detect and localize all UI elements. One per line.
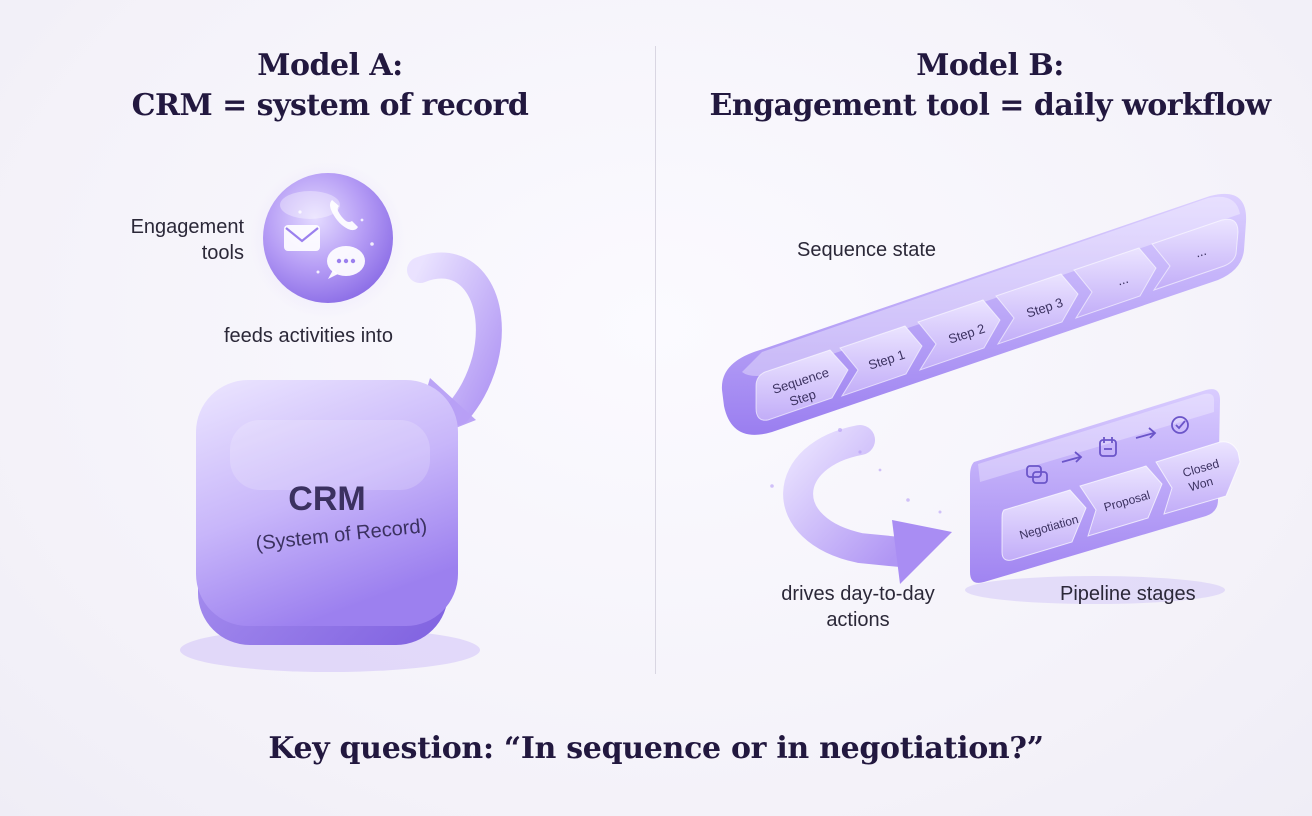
crm-block [180,380,480,672]
engagement-tools-label: Engagement tools [90,214,244,266]
drives-actions-label: drives day-to-day actions [760,581,956,633]
sparkle-dots [298,210,374,274]
crm-title: CRM [288,480,365,518]
model-a-title-line1: Model A: [257,48,403,83]
stage-proposal [1079,465,1163,537]
sequence-state-label: Sequence state [797,239,936,261]
check-badge-icon [1171,416,1189,434]
chat-bubbles-icon [1026,465,1048,484]
chip-step-2 [917,299,1001,371]
arrow-right-icon [1061,451,1083,463]
drives-arrow [770,425,952,584]
phone-icon [330,200,358,231]
sequence-step-chips [755,218,1239,421]
mail-icon [284,225,320,251]
engagement-tools-label-line2: tools [201,242,244,264]
arrow-right-icon [1135,427,1157,439]
pipeline-stages-label: Pipeline stages [1060,583,1196,605]
engagement-tools-sphere [250,162,406,318]
engagement-tools-label-line1: Engagement [130,216,244,238]
pipeline-stage-chips [1001,441,1241,561]
chip-ellipsis-1 [1073,247,1157,319]
chip-ellipsis-2-label: ... [1193,243,1208,261]
feeds-activities-label: feeds activities into [224,325,393,347]
model-b-title: Model B: Engagement tool = daily workflo… [700,46,1280,126]
model-a-title: Model A: CRM = system of record [110,46,550,126]
key-question: Key question: “In sequence or in negotia… [268,731,1044,766]
chat-icon [327,246,365,279]
model-b-title-line1: Model B: [916,48,1064,83]
drives-actions-label-line2: actions [826,609,890,631]
calendar-icon [1099,437,1117,457]
stage-won-label: Won [1187,474,1214,494]
drives-actions-label-line1: drives day-to-day [781,583,935,605]
model-a-title-line2: CRM = system of record [131,88,529,123]
chip-step-1 [839,325,923,397]
chip-ellipsis-2 [1151,218,1239,291]
chip-ellipsis-1-label: ... [1115,271,1130,289]
column-divider [655,46,656,674]
model-b-title-line2: Engagement tool = daily workflow [709,88,1271,123]
stage-closed-won [1155,441,1241,515]
chip-step-3 [995,273,1079,345]
chip-sequence-step [755,349,849,421]
stage-negotiation [1001,489,1087,561]
